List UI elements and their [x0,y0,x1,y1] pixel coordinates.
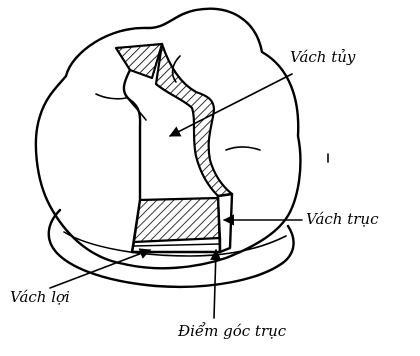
label-axial-line-angle: Điểm góc trục [177,322,287,340]
cavity-wall-left-hatched [116,44,162,78]
label-pulpal-wall: Vách tủy [290,48,356,66]
cusp-line-left [96,94,126,99]
gingival-floor-line [134,244,220,246]
label-gingival-wall: Vách lợi [10,288,70,306]
cavity-wall-right-hatched [156,44,232,196]
cusp-line-right [226,147,260,150]
axial-angle-leader [214,250,216,318]
axial-wall-hatched [134,198,220,242]
label-axial-wall: Vách trục [306,210,379,228]
cavity-inner-curve [126,96,146,120]
